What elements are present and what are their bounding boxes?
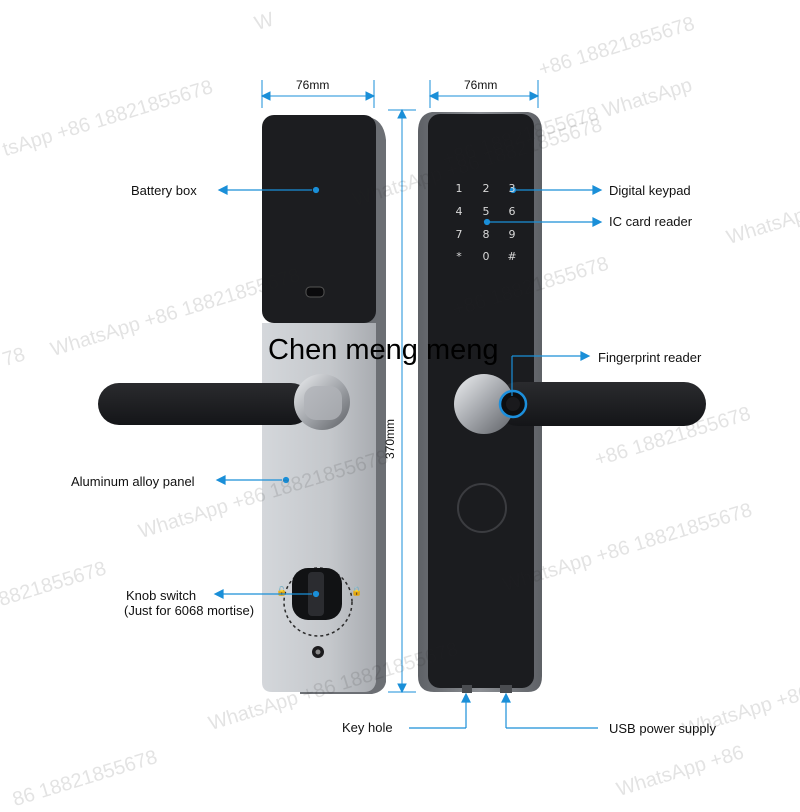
keypad-key-4: 4 [455,205,463,218]
key-hole-inside-core [315,649,321,655]
battery-box-cover [262,115,376,323]
keypad-key-star: * [456,250,462,263]
digital-keypad-label: Digital keypad [609,183,691,198]
key-hole-label: Key hole [342,720,393,735]
inside-handle-neck [304,386,342,420]
width-label-left: 76mm [296,78,330,92]
knob-switch-label: Knob switch [126,588,197,603]
unlock-symbol-icon: 🔓 [276,585,287,597]
usb-power-label: USB power supply [609,721,716,736]
aluminum-panel-label: Aluminum alloy panel [71,474,195,489]
dimension-lines [260,80,540,694]
knob-switch-note: (Just for 6068 mortise) [124,603,255,618]
keypad-key-8: 8 [482,228,490,241]
outside-handle-lever [496,382,706,426]
fingerprint-sensor [506,397,520,411]
ic-card-reader-label: IC card reader [609,214,693,229]
inside-handle-lever [98,383,312,425]
battery-box-label: Battery box [131,183,197,198]
keypad-key-2: 2 [482,182,490,195]
knob-switch-ring [283,567,353,637]
lock-symbol-icon: 🔒 [351,586,362,597]
keypad-key-1: 1 [455,182,463,195]
keypad-key-3: 3 [508,182,516,195]
keypad-key-0: 0 [482,250,490,263]
width-label-right: 76mm [464,78,498,92]
fingerprint-reader-label: Fingerprint reader [598,350,702,365]
keypad-key-6: 6 [508,205,516,218]
bottom-key-slot [462,685,472,693]
outside-panel [418,112,706,693]
keypad-key-hash: # [507,250,517,263]
battery-cover-latch [305,286,325,298]
keypad-key-9: 9 [508,228,516,241]
keypad-key-5: 5 [482,205,490,218]
overlay-brand-text: Chen meng meng [268,334,499,366]
callout-lines [213,185,603,729]
keypad-key-7: 7 [455,228,463,241]
card-reader-area [457,483,507,533]
outside-handle-rose [454,374,514,434]
usb-port [500,685,512,693]
